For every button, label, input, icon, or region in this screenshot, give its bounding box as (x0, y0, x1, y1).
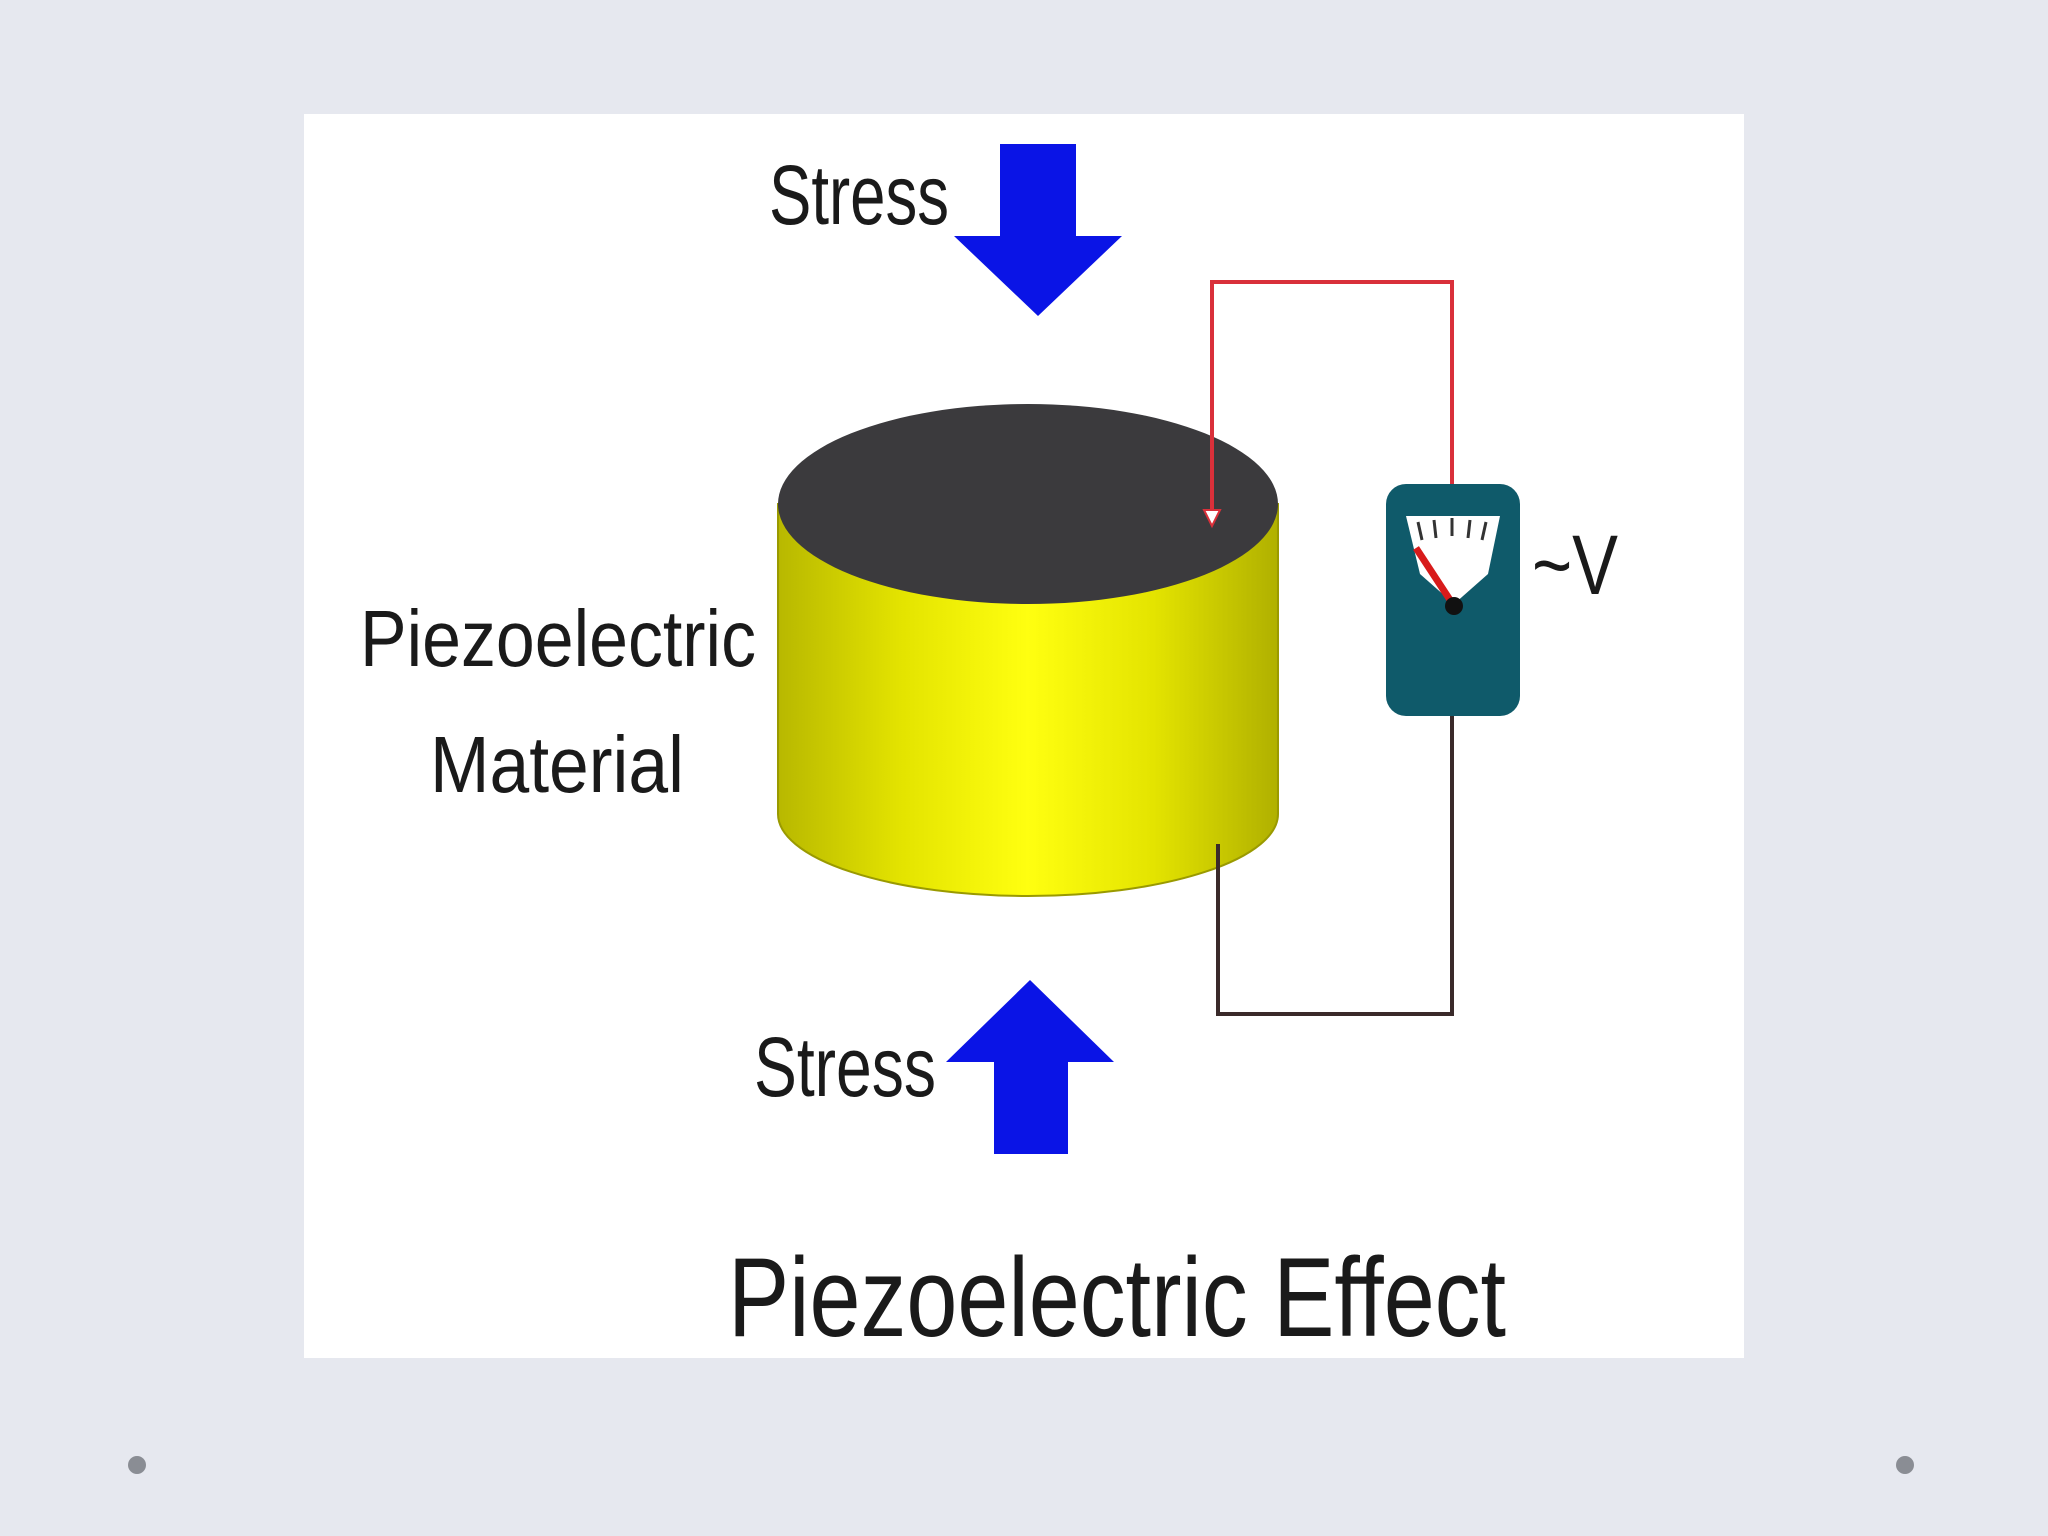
voltage-label: ~V (1532, 518, 1618, 612)
voltmeter-icon (1386, 484, 1520, 716)
up-arrow-shape (946, 980, 1114, 1154)
circuit-wire-bottom (1216, 712, 1454, 1016)
wire-contact-arrow (1202, 509, 1222, 529)
circuit-wire-top (1210, 280, 1454, 522)
cylinder-side (777, 503, 1279, 897)
bottom-stress-label: Stress (754, 1020, 936, 1114)
material-label-line2: Material (430, 720, 684, 809)
diagram-panel: Stress (304, 114, 1744, 1358)
cylinder-top (778, 404, 1278, 604)
down-arrow-icon (954, 144, 1122, 316)
dot-icon (128, 1456, 146, 1474)
top-stress-label: Stress (769, 148, 949, 242)
diagram-title: Piezoelectric Effect (728, 1235, 1506, 1358)
material-label-line1: Piezoelectric (360, 594, 756, 683)
piezoelectric-diagram: Stress (360, 144, 1618, 1358)
dot-icon (1896, 1456, 1914, 1474)
